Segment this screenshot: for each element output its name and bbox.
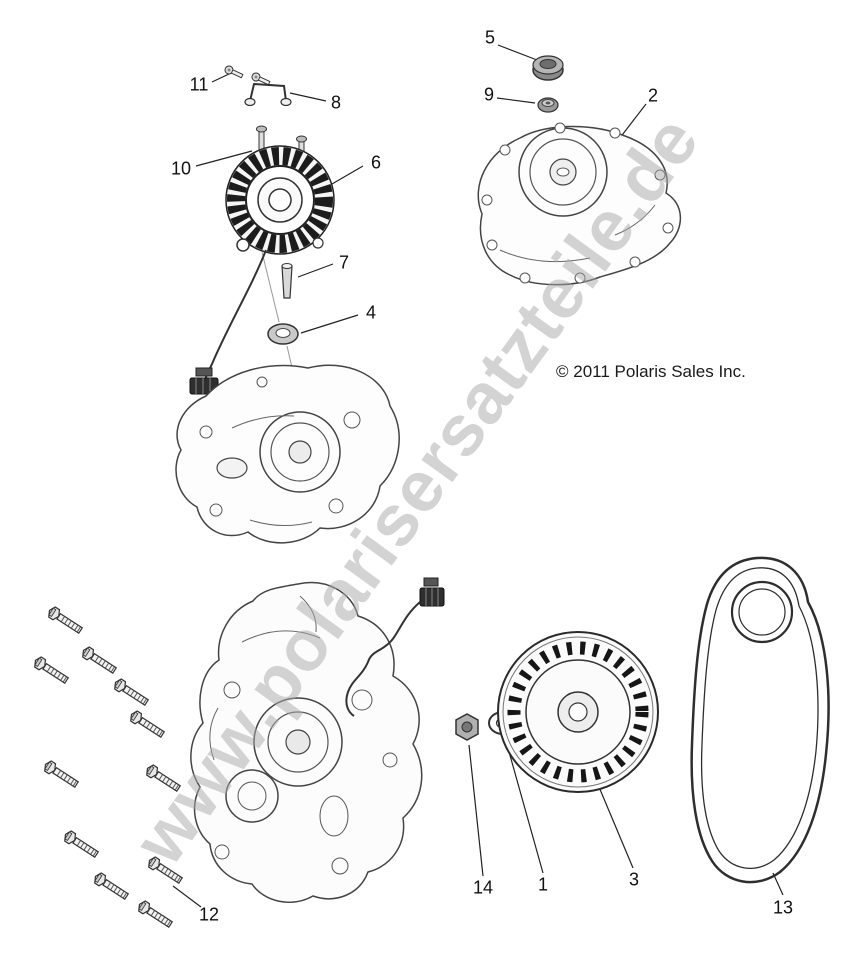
callout-2: 2 [647, 85, 659, 106]
callout-10: 10 [170, 158, 192, 179]
bracket-drawing [244, 82, 292, 107]
wire-lead-drawing [345, 577, 445, 717]
callout-13: 13 [772, 897, 794, 918]
front-cover-drawing [190, 581, 423, 903]
callout-5: 5 [484, 27, 496, 48]
flywheel-drawing [497, 631, 659, 793]
callout-7: 7 [338, 252, 350, 273]
callout-4: 4 [365, 302, 377, 323]
callout-1: 1 [537, 874, 549, 895]
small-nut-drawing [537, 97, 559, 113]
callout-12: 12 [198, 904, 220, 925]
small-screws-drawing [223, 64, 272, 88]
callout-3: 3 [628, 869, 640, 890]
callout-8: 8 [330, 92, 342, 113]
stator-drawing [225, 145, 335, 255]
copyright-text: © 2011 Polaris Sales Inc. [556, 362, 746, 381]
callout-6: 6 [370, 152, 382, 173]
bolts-drawing [31, 604, 185, 931]
callout-11: 11 [189, 74, 209, 95]
gasket-drawing [690, 556, 830, 884]
pin-drawing [281, 263, 293, 299]
cap-drawing [532, 55, 564, 81]
inner-cover-drawing [175, 364, 400, 544]
washer-drawing [261, 251, 299, 373]
callout-14: 14 [472, 877, 494, 898]
callout-9: 9 [483, 84, 495, 105]
flange-nut-drawing [455, 713, 479, 741]
outer-cover-drawing [477, 122, 682, 286]
